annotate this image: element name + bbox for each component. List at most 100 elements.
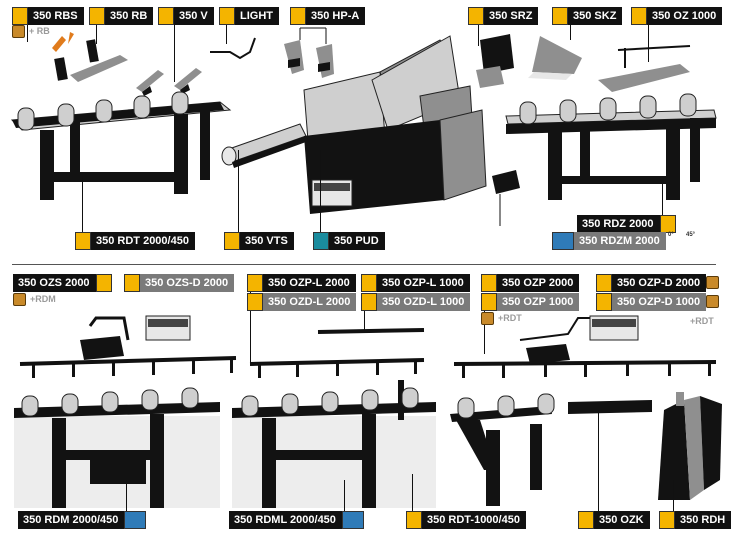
plus-rdt-note: +RDT xyxy=(498,313,522,323)
label-350-ozs-2000: 350 OZS 2000 xyxy=(13,274,112,292)
angle-icon xyxy=(659,215,676,233)
ozpl-rail xyxy=(249,328,425,378)
rdt1000-table xyxy=(450,406,552,506)
color-swatch xyxy=(247,293,263,311)
color-swatch xyxy=(224,232,240,250)
angle-0: 0° xyxy=(668,232,674,238)
label-350-ozd-l-1000: 350 OZD-L 1000 xyxy=(361,293,471,311)
color-swatch xyxy=(158,7,174,25)
color-swatch xyxy=(75,232,91,250)
leader-line xyxy=(344,480,345,512)
rdh-stand xyxy=(658,392,722,500)
scroll-icon xyxy=(341,511,364,529)
lock-icon xyxy=(706,295,719,308)
leader-line xyxy=(238,150,239,234)
label-350-ozd-l-2000: 350 OZD-L 2000 xyxy=(247,293,357,311)
oz1000-part xyxy=(598,64,690,92)
angle-45: 45° xyxy=(686,232,696,238)
label-350-oz-1000: 350 OZ 1000 xyxy=(631,7,723,25)
label-350-srz: 350 SRZ xyxy=(468,7,539,25)
label-350-ozp-l-2000: 350 OZP-L 2000 xyxy=(247,274,356,292)
color-swatch xyxy=(124,274,140,292)
color-swatch xyxy=(481,293,497,311)
color-swatch xyxy=(89,7,105,25)
leader-line xyxy=(320,150,321,234)
label-350-rdml: 350 RDML 2000/450 xyxy=(229,511,364,529)
pen-icon xyxy=(290,7,306,25)
label-350-rdz-2000: 350 RDZ 2000 xyxy=(577,215,676,233)
label-350-rdt-2000: 350 RDT 2000/450 xyxy=(75,232,195,250)
color-swatch xyxy=(596,274,612,292)
color-swatch xyxy=(481,274,497,292)
label-light: LIGHT xyxy=(219,7,279,25)
hpa-clamps xyxy=(284,27,334,78)
plus-rdm-note: +RDM xyxy=(30,294,56,304)
label-350-rdm: 350 RDM 2000/450 xyxy=(18,511,147,529)
label-350-ozp-d-2000: 350 OZP-D 2000 xyxy=(596,274,707,292)
leader-line xyxy=(598,410,599,512)
color-swatch xyxy=(361,274,377,292)
color-swatch xyxy=(95,274,112,292)
label-350-hp-a: 350 HP-A xyxy=(290,7,366,25)
rdml-table xyxy=(232,380,436,508)
leader-line xyxy=(82,176,83,234)
rdt-table xyxy=(10,101,232,200)
label-350-ozs-d-2000: 350 OZS-D 2000 xyxy=(124,274,235,292)
label-350-rdzm-2000: 350 RDZM 2000 xyxy=(552,232,666,250)
color-swatch xyxy=(578,511,594,529)
leader-line xyxy=(570,22,571,40)
color-swatch xyxy=(313,232,329,250)
srz-part xyxy=(476,34,514,88)
leader-line xyxy=(96,22,97,44)
label-350-rb: 350 RB xyxy=(89,7,154,25)
ozk-part xyxy=(568,400,652,414)
leader-line xyxy=(27,22,28,42)
label-350-ozp-l-1000: 350 OZP-L 1000 xyxy=(361,274,470,292)
leader-line xyxy=(126,480,127,512)
ozp-system xyxy=(453,315,717,378)
label-350-pud: 350 PUD xyxy=(313,232,385,250)
rdm-table xyxy=(14,402,220,508)
rbs-parts xyxy=(52,32,128,82)
color-swatch xyxy=(468,7,484,25)
leader-line xyxy=(478,22,479,46)
section-divider xyxy=(12,264,716,265)
label-350-ozp-d-1000: 350 OZP-D 1000 xyxy=(596,293,707,311)
leader-line xyxy=(226,22,227,44)
color-swatch xyxy=(596,293,612,311)
leader-line xyxy=(673,480,674,512)
skz-part xyxy=(532,36,582,74)
lock-icon xyxy=(12,25,25,38)
plus-rdt-note: +RDT xyxy=(690,316,714,326)
leader-line xyxy=(484,306,485,354)
color-swatch xyxy=(552,7,568,25)
scroll-icon xyxy=(124,511,147,529)
label-350-ozp-1000: 350 OZP 1000 xyxy=(481,293,580,311)
plus-rb-note: + RB xyxy=(29,26,50,36)
color-swatch xyxy=(659,511,675,529)
label-350-rdt-1000: 350 RDT-1000/450 xyxy=(406,511,526,529)
leader-line xyxy=(364,306,365,332)
leader-line xyxy=(648,22,649,62)
bandsaw-machine xyxy=(303,35,487,214)
leader-line xyxy=(250,290,251,364)
label-350-ozk: 350 OZK xyxy=(578,511,650,529)
color-swatch xyxy=(631,7,647,25)
label-350-vts: 350 VTS xyxy=(224,232,294,250)
control-box xyxy=(492,170,520,194)
label-350-rbs: 350 RBS xyxy=(12,7,84,25)
label-350-rdh: 350 RDH xyxy=(659,511,732,529)
leader-line xyxy=(412,474,413,512)
label-350-skz: 350 SKZ xyxy=(552,7,623,25)
label-350-ozp-2000: 350 OZP 2000 xyxy=(481,274,580,292)
v-rollers xyxy=(136,68,202,96)
color-swatch xyxy=(247,274,263,292)
ozs-system xyxy=(19,315,237,378)
color-swatch xyxy=(219,7,235,25)
color-swatch xyxy=(406,511,422,529)
lock-icon xyxy=(13,293,26,306)
scroll-icon xyxy=(552,232,574,250)
lock-icon xyxy=(481,312,494,325)
color-swatch xyxy=(361,293,377,311)
